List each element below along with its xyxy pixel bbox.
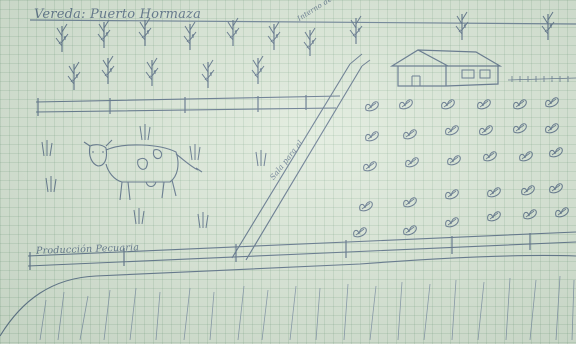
corn-plant-icon — [146, 58, 158, 86]
corn-plant-icon — [56, 24, 68, 52]
corn-plant-icon — [304, 28, 316, 56]
corn-plant-icon — [98, 20, 110, 48]
corn-plant-icon — [139, 18, 151, 46]
diagonal-path — [232, 54, 370, 260]
sketch-title: Vereda: Puerto Hormaza — [34, 7, 201, 22]
corn-plant-icon — [350, 16, 362, 44]
corn-plant-icon — [102, 56, 114, 84]
corn-plant-icon — [227, 18, 239, 46]
corn-plant-icon — [252, 56, 264, 84]
corn-plant-icon — [268, 22, 280, 50]
corn-plant-icon — [68, 62, 80, 90]
corn-plant-icon — [202, 60, 214, 88]
upper-fence — [36, 95, 340, 116]
corn-plant-icon — [184, 22, 196, 50]
lower-pasture-boundary — [0, 255, 576, 336]
cow-icon — [84, 140, 202, 200]
bean-field — [354, 98, 569, 237]
corn-plant-icon — [542, 12, 554, 40]
house-icon — [392, 50, 576, 86]
pasture-grass — [42, 124, 266, 228]
lower-grass — [40, 276, 574, 340]
corn-plant-icon — [456, 12, 468, 40]
